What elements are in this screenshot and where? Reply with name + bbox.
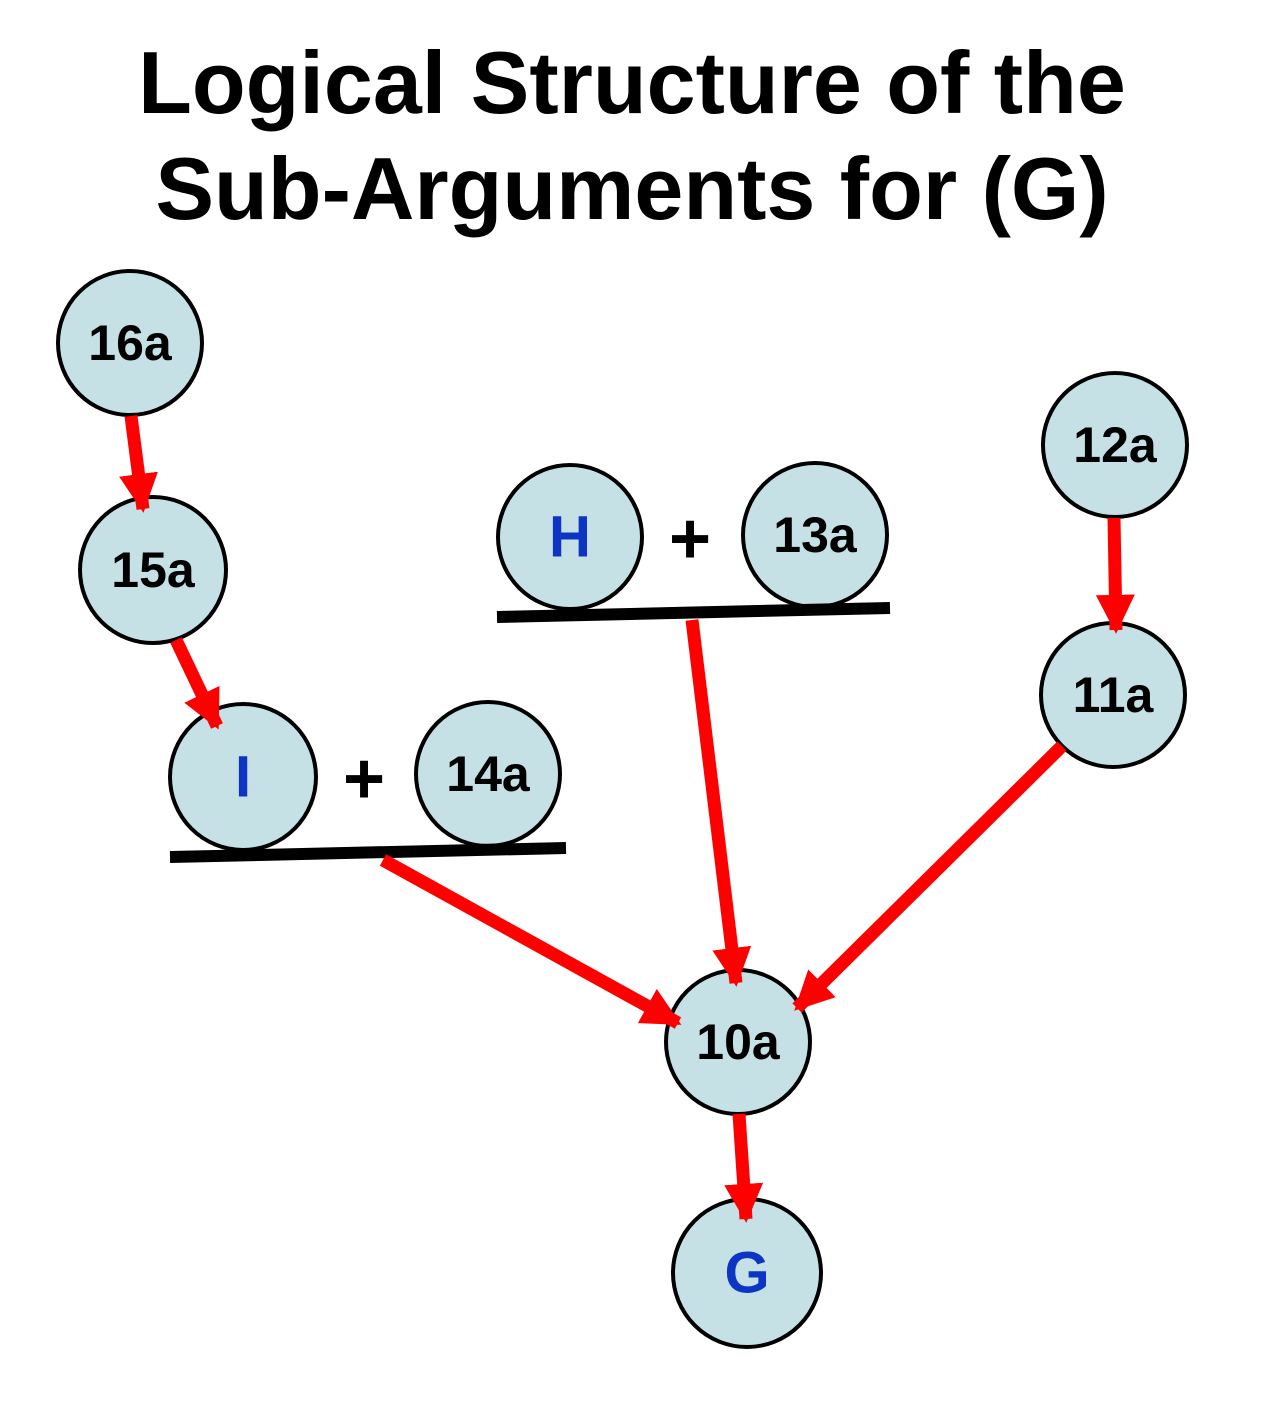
node-label-G: G (724, 1241, 769, 1306)
node-10a: 10a (664, 968, 812, 1116)
node-H: H (496, 463, 644, 611)
node-label-12a: 12a (1073, 417, 1158, 473)
grouping-bars-layer (169, 602, 891, 863)
node-I: I (168, 702, 318, 852)
diagram-title-line2: Sub-Arguments for (G) (155, 138, 1109, 238)
arrow-bar-H-13a-to-10a (685, 619, 752, 987)
node-circle-12a (1041, 371, 1189, 519)
arrows-layer (119, 415, 1135, 1223)
grouping-bar-I-14a (169, 842, 567, 863)
node-circle-16a (56, 269, 204, 417)
plus-sign-H-13a: + (669, 499, 711, 579)
arrow-15a-to-I (170, 637, 223, 730)
node-13a: 13a (741, 461, 889, 609)
plus-signs-layer: ++ (343, 499, 711, 819)
arrow-10a-to-G (724, 1113, 764, 1223)
node-label-H: H (549, 505, 591, 570)
diagram-title-line1: Logical Structure of the (138, 33, 1126, 132)
node-label-15a: 15a (111, 542, 196, 598)
node-15a: 15a (78, 495, 228, 645)
arrow-16a-to-15a (119, 415, 158, 513)
node-16a: 16a (56, 269, 204, 417)
diagram-title: Logical Structure of the Sub-Arguments f… (0, 30, 1264, 241)
node-11a: 11a (1039, 621, 1187, 769)
plus-sign-I-14a: + (343, 739, 385, 819)
node-label-I: I (235, 745, 251, 810)
node-circle-H (496, 463, 644, 611)
arrow-11a-to-10a (792, 741, 1067, 1013)
node-label-16a: 16a (88, 315, 173, 371)
arrow-12a-to-11a (1095, 517, 1135, 634)
node-G: G (671, 1197, 823, 1349)
node-label-13a: 13a (773, 507, 858, 563)
node-label-10a: 10a (696, 1014, 781, 1070)
node-14a: 14a (414, 700, 562, 848)
node-12a: 12a (1041, 371, 1189, 519)
grouping-bar-H-13a (496, 602, 891, 623)
node-label-14a: 14a (446, 746, 531, 802)
arrow-bar-I-14a-to-10a (379, 854, 682, 1029)
node-label-11a: 11a (1073, 667, 1155, 723)
